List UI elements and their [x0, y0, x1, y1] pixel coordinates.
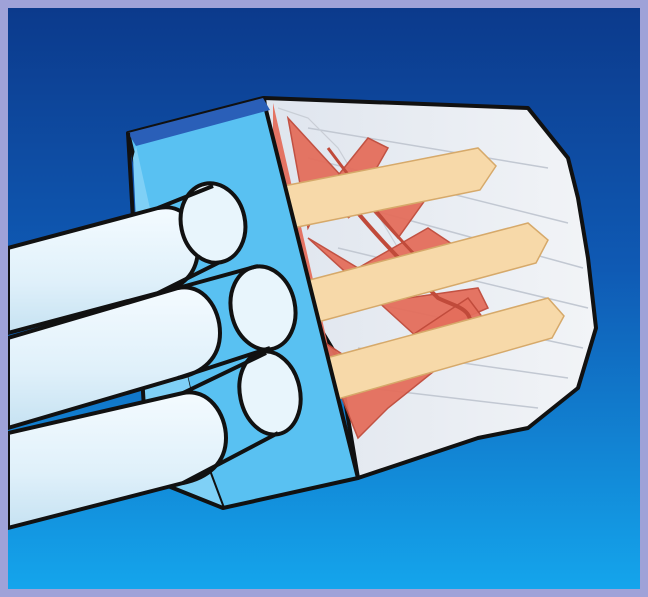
- connector-drawing: [8, 8, 640, 589]
- connector-illustration: [8, 8, 640, 589]
